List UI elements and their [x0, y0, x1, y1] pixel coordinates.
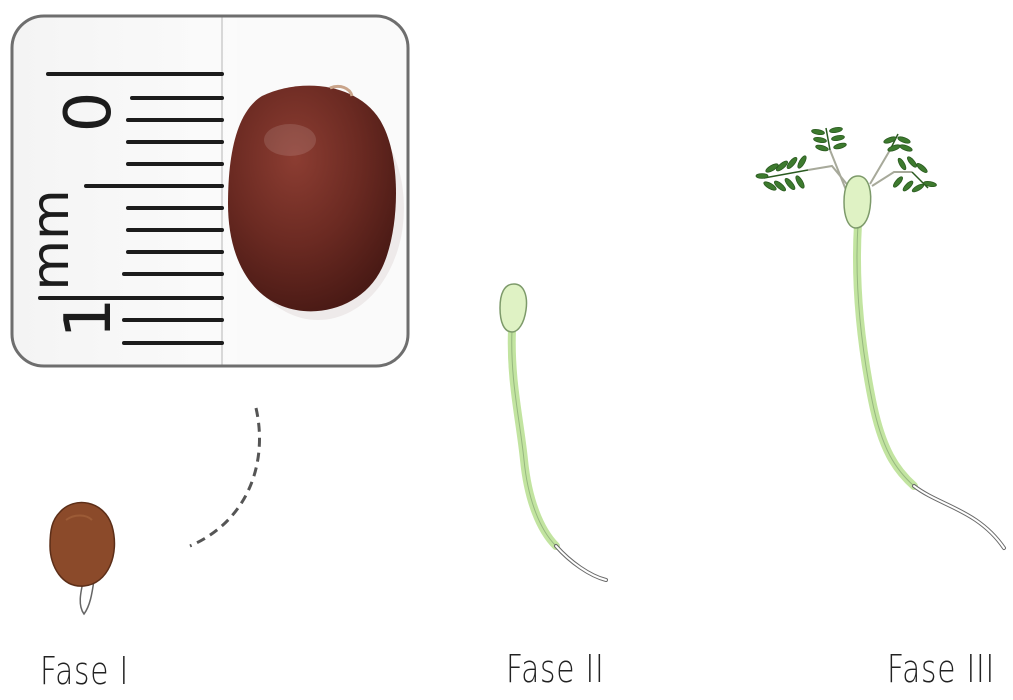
stage-2-seedling	[500, 284, 606, 580]
seed-photo-inset: 0 mm 1	[12, 16, 408, 366]
leaflets-top-right	[883, 134, 913, 152]
stage-label-fase-1: Fase I	[40, 652, 129, 690]
stage-1-seed-drawing	[50, 503, 114, 614]
leaflets-top-left	[811, 127, 847, 152]
root-stage-2	[556, 546, 606, 580]
stage-label-fase-3: Fase III	[887, 650, 995, 688]
stem-stage-2	[512, 330, 556, 546]
stage-3-seedling	[756, 127, 1004, 548]
seed-photo	[228, 86, 396, 312]
ruler-number-0: 0	[52, 92, 126, 133]
dashed-connector	[190, 408, 260, 546]
ruler-number-1: 1	[52, 298, 126, 339]
cotyledon-stage-3	[844, 176, 871, 228]
leaflets-right	[892, 155, 937, 193]
cotyledon-stage-2	[500, 284, 527, 332]
ruler-unit-mm: mm	[21, 189, 81, 290]
leaflets-left	[756, 155, 808, 193]
stage-label-fase-2: Fase II	[506, 650, 605, 688]
